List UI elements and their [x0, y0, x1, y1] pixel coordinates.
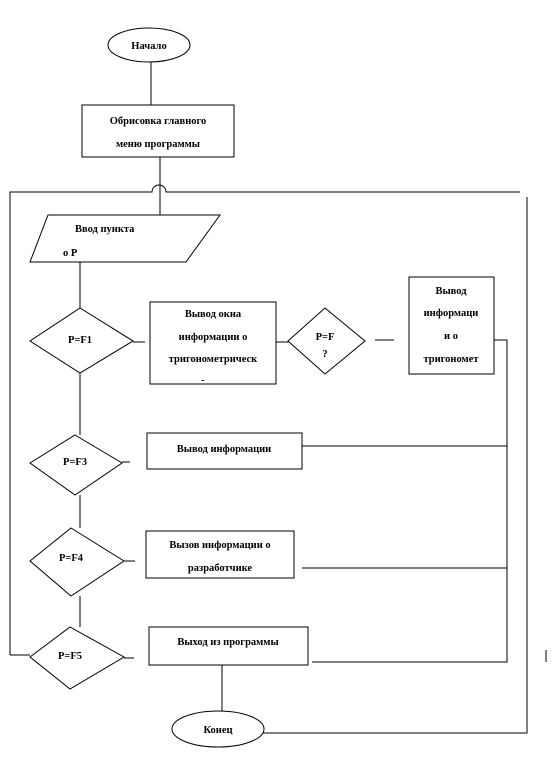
start-label: Начало — [131, 41, 166, 52]
draw-menu-label-1: Обрисовка главного — [110, 116, 207, 127]
box-f1-label-1: Вывод окна — [185, 309, 242, 320]
decision-f-label-2: ? — [322, 349, 327, 360]
decision-f1: P=F1 — [29, 307, 134, 374]
start-terminator: Начало — [107, 27, 191, 63]
draw-menu-process: Обрисовка главного меню программы — [81, 104, 235, 158]
box-f-label-2: информаци — [424, 308, 479, 319]
box-f3-output: Вывод информации — [146, 432, 303, 470]
decision-f3: P=F3 — [29, 434, 123, 496]
input-label-2: о P — [63, 248, 78, 259]
input-parallelogram: Ввод пункта о P — [29, 214, 221, 263]
decision-f3-label: P=F3 — [63, 457, 87, 468]
box-f4-output: Вызов информации о разработчике — [145, 530, 295, 579]
box-f5-label: Выход из программы — [177, 637, 278, 648]
decision-f-label-1: P=F — [316, 332, 335, 343]
decision-f5-label: P=F5 — [58, 651, 82, 662]
box-f1-label-2: информации о — [179, 332, 248, 343]
end-terminator: Конец — [171, 710, 265, 748]
box-f4-label-1: Вызов информации о — [169, 540, 270, 551]
decision-f4: P=F4 — [29, 527, 125, 597]
box-f1-label-4: - — [201, 375, 205, 386]
box-f3-label: Вывод информации — [177, 444, 271, 455]
decision-f4-label: P=F4 — [59, 553, 84, 564]
decision-f1-label: P=F1 — [68, 335, 92, 346]
box-f1-output: Вывод окна информации о тригонометрическ… — [149, 301, 277, 386]
end-label: Конец — [203, 725, 232, 736]
box-f-label-1: Вывод — [435, 286, 467, 297]
box-f-label-4: тригономет — [423, 354, 479, 365]
box-f4-label-2: разработчике — [188, 563, 253, 574]
input-label-1: Ввод пункта — [75, 224, 135, 235]
decision-f: P=F ? — [287, 307, 366, 375]
box-f1-label-3: тригонометрическ — [169, 354, 258, 365]
decision-f5: P=F5 — [29, 626, 126, 690]
draw-menu-label-2: меню программы — [116, 139, 200, 150]
box-f-label-3: и о — [444, 331, 458, 342]
connector-lines — [9, 60, 547, 734]
box-f-output: Вывод информаци и о тригономет — [408, 276, 495, 375]
box-f5-output: Выход из программы — [148, 626, 309, 666]
